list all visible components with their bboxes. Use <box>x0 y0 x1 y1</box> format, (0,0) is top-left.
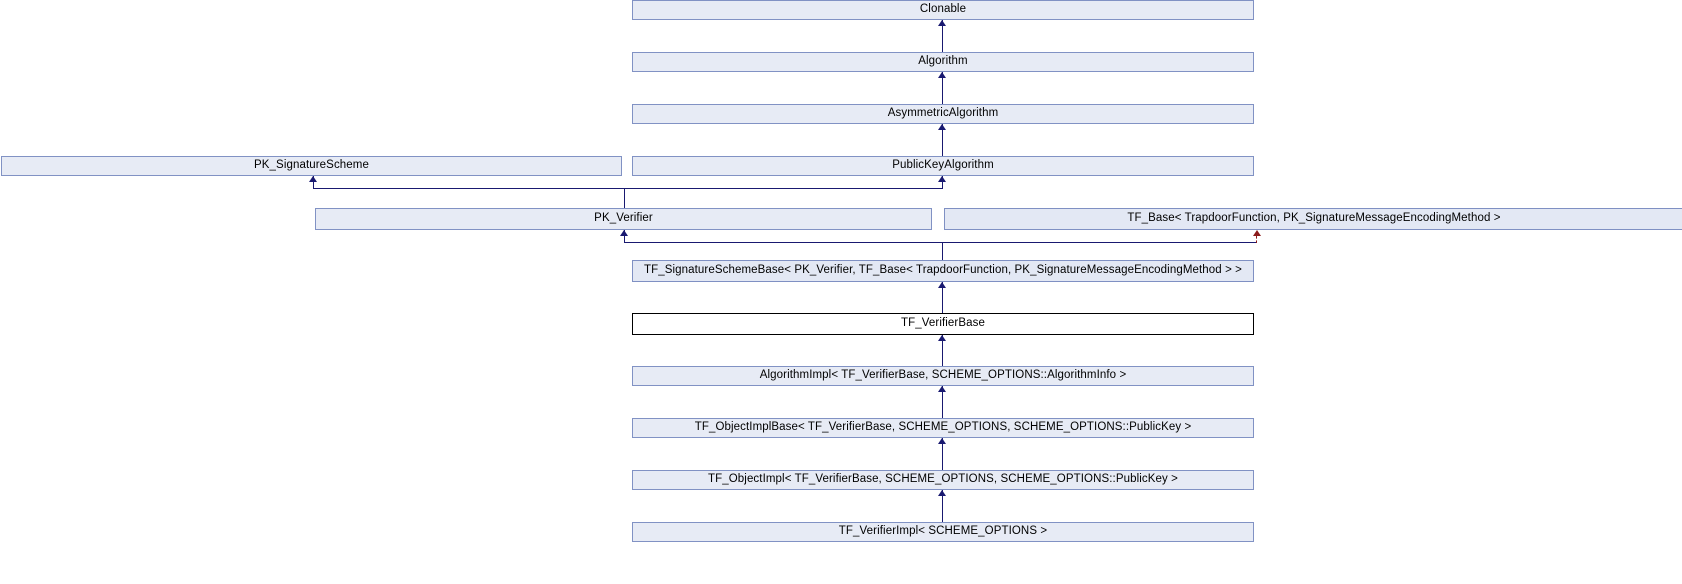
edge-tfsigbase-riser <box>942 242 943 260</box>
edge-asymmetric-to-algorithm <box>942 72 943 104</box>
arrowhead-tfsigbase-to-tfbase-icon <box>1253 230 1261 236</box>
class-node-pk-signaturescheme[interactable]: PK_SignatureScheme <box>1 156 622 176</box>
class-node-asymmetricalgorithm[interactable]: AsymmetricAlgorithm <box>632 104 1254 124</box>
edge-tfsigbase-to-tfbase-protected <box>1256 236 1257 243</box>
edge-pkverifier-bus-horizontal <box>313 188 943 189</box>
arrowhead-algorithm-to-clonable-icon <box>938 20 946 26</box>
edge-tfobjimpl-to-tfobjimplbase <box>942 438 943 470</box>
class-node-label: AsymmetricAlgorithm <box>887 107 999 120</box>
edge-pkverifier-to-pksigscheme-stub <box>313 176 314 189</box>
arrowhead-tfobjimpl-to-tfobjimplbase-icon <box>938 438 946 444</box>
edge-pkverifier-riser <box>624 188 625 208</box>
arrowhead-pkverifier-to-publickeyalg-icon <box>938 176 946 182</box>
arrowhead-asymmetric-to-algorithm-icon <box>938 72 946 78</box>
class-node-label: TF_ObjectImpl< TF_VerifierBase, SCHEME_O… <box>708 473 1178 486</box>
edge-tfsigbase-to-pkverifier-stub <box>624 230 625 243</box>
arrowhead-tfverifierimpl-to-tfobjimpl-icon <box>938 490 946 496</box>
class-node-publickeyalgorithm[interactable]: PublicKeyAlgorithm <box>632 156 1254 176</box>
class-node-label: PublicKeyAlgorithm <box>892 159 994 172</box>
edge-pkverifier-to-publickeyalg-stub <box>942 176 943 189</box>
class-node-label: PK_Verifier <box>594 212 653 225</box>
class-node-label: TF_Base< TrapdoorFunction, PK_SignatureM… <box>1127 212 1501 225</box>
edge-tfsigbase-bus-horizontal <box>624 242 1256 243</box>
class-node-algorithmimpl[interactable]: AlgorithmImpl< TF_VerifierBase, SCHEME_O… <box>632 366 1254 386</box>
arrowhead-publickeyalg-to-asymmetric-icon <box>938 124 946 130</box>
arrowhead-algoimpl-to-tfverifierbase-icon <box>938 335 946 341</box>
edge-algorithm-to-clonable <box>942 20 943 52</box>
class-node-tf-base[interactable]: TF_Base< TrapdoorFunction, PK_SignatureM… <box>944 208 1682 230</box>
class-node-label: Clonable <box>919 3 967 16</box>
class-node-tf-objectimplbase[interactable]: TF_ObjectImplBase< TF_VerifierBase, SCHE… <box>632 418 1254 438</box>
edge-tfobjimplbase-to-algoimpl <box>942 386 943 418</box>
class-node-tf-verifierimpl[interactable]: TF_VerifierImpl< SCHEME_OPTIONS > <box>632 522 1254 542</box>
class-node-tf-verifierbase-current[interactable]: TF_VerifierBase <box>632 313 1254 335</box>
class-node-clonable[interactable]: Clonable <box>632 0 1254 20</box>
class-node-label: TF_VerifierBase <box>901 317 985 330</box>
edge-tfverifierbase-to-tfsigbase <box>942 282 943 313</box>
class-node-label: TF_VerifierImpl< SCHEME_OPTIONS > <box>838 525 1048 538</box>
class-node-label: TF_ObjectImplBase< TF_VerifierBase, SCHE… <box>694 421 1192 434</box>
class-node-label: Algorithm <box>918 55 968 68</box>
edge-algoimpl-to-tfverifierbase <box>942 335 943 366</box>
class-node-label: PK_SignatureScheme <box>254 159 369 172</box>
class-node-algorithm[interactable]: Algorithm <box>632 52 1254 72</box>
edge-publickeyalg-to-asymmetric <box>942 124 943 156</box>
class-node-label: TF_SignatureSchemeBase< PK_Verifier, TF_… <box>643 264 1242 277</box>
arrowhead-tfverifierbase-to-tfsigbase-icon <box>938 282 946 288</box>
class-node-tf-signatureschemebase[interactable]: TF_SignatureSchemeBase< PK_Verifier, TF_… <box>632 260 1254 282</box>
edge-tfverifierimpl-to-tfobjimpl <box>942 490 943 522</box>
arrowhead-pkverifier-to-pksigscheme-icon <box>309 176 317 182</box>
class-node-label: AlgorithmImpl< TF_VerifierBase, SCHEME_O… <box>759 369 1127 382</box>
arrowhead-tfobjimplbase-to-algoimpl-icon <box>938 386 946 392</box>
arrowhead-tfsigbase-to-pkverifier-icon <box>620 230 628 236</box>
class-node-pk-verifier[interactable]: PK_Verifier <box>315 208 932 230</box>
class-node-tf-objectimpl[interactable]: TF_ObjectImpl< TF_VerifierBase, SCHEME_O… <box>632 470 1254 490</box>
